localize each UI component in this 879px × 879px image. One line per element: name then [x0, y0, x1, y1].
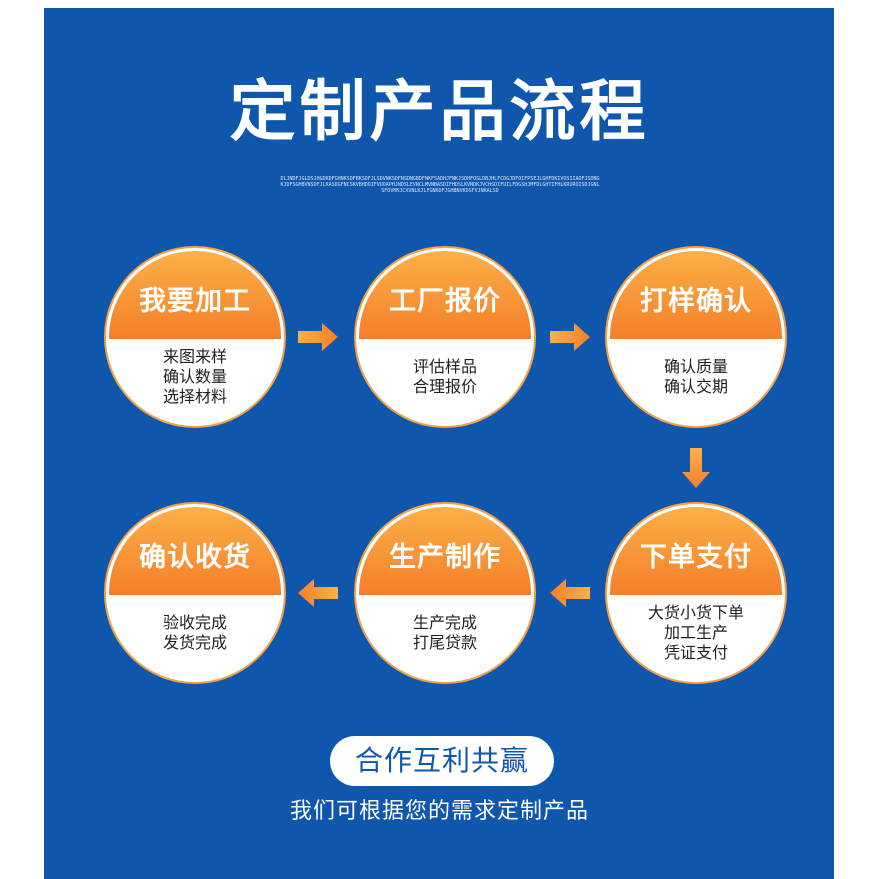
step-description: 验收完成 发货完成	[109, 613, 281, 653]
step-line: 加工生产	[663, 623, 728, 642]
step-line: 合理报价	[412, 377, 477, 396]
step-header	[109, 251, 281, 339]
step-line: 确认质量	[663, 357, 728, 376]
step-header	[359, 507, 531, 595]
step-label: 打样确认	[640, 286, 752, 317]
arrow-down-icon	[681, 448, 711, 488]
step-description: 大货小货下单 加工生产 凭证支付	[610, 603, 782, 663]
step-payment: 下单支付 大货小货下单 加工生产 凭证支付	[607, 504, 785, 682]
step-line: 生产完成	[412, 613, 477, 632]
tagline: 我们可根据您的需求定制产品	[289, 799, 589, 824]
arrow-right-icon	[298, 322, 338, 352]
step-order: 我要加工 来图来样 确认数量 选择材料	[106, 248, 284, 426]
step-line: 大货小货下单	[647, 603, 744, 622]
decorative-subtext: DLJNDFJGLDSJHGDKDFGHNKSDFBKSDFJLSDVNKSDF…	[280, 176, 600, 194]
step-description: 生产完成 打尾贷款	[359, 613, 531, 653]
step-header	[610, 507, 782, 595]
step-line: 验收完成	[162, 613, 227, 632]
page-title: 定制产品流程	[229, 73, 650, 150]
step-line: 打尾贷款	[412, 633, 477, 652]
step-line: 确认数量	[162, 367, 227, 386]
step-receipt: 确认收货 验收完成 发货完成	[106, 504, 284, 682]
arrow-left-icon	[298, 578, 338, 608]
arrow-right-icon	[550, 322, 590, 352]
step-line: 确认交期	[663, 377, 728, 396]
step-label: 工厂报价	[389, 286, 501, 317]
background-panel	[44, 8, 834, 879]
step-description: 来图来样 确认数量 选择材料	[109, 347, 281, 407]
step-header	[610, 251, 782, 339]
step-label: 下单支付	[640, 542, 752, 573]
step-line: 评估样品	[412, 357, 477, 376]
step-line: 凭证支付	[663, 643, 728, 662]
step-label: 确认收货	[139, 542, 251, 573]
arrow-left-icon	[550, 578, 590, 608]
step-quote: 工厂报价 评估样品 合理报价	[356, 248, 534, 426]
step-line: 发货完成	[162, 633, 227, 652]
step-description: 确认质量 确认交期	[610, 357, 782, 397]
step-description: 评估样品 合理报价	[359, 357, 531, 397]
step-line: 来图来样	[162, 347, 227, 366]
step-header	[109, 507, 281, 595]
step-label: 生产制作	[389, 542, 501, 573]
step-label: 我要加工	[139, 286, 251, 317]
step-sample: 打样确认 确认质量 确认交期	[607, 248, 785, 426]
step-line: 选择材料	[162, 387, 227, 406]
step-header	[359, 251, 531, 339]
step-production: 生产制作 生产完成 打尾贷款	[356, 504, 534, 682]
slogan-pill: 合作互利共赢	[330, 736, 554, 786]
